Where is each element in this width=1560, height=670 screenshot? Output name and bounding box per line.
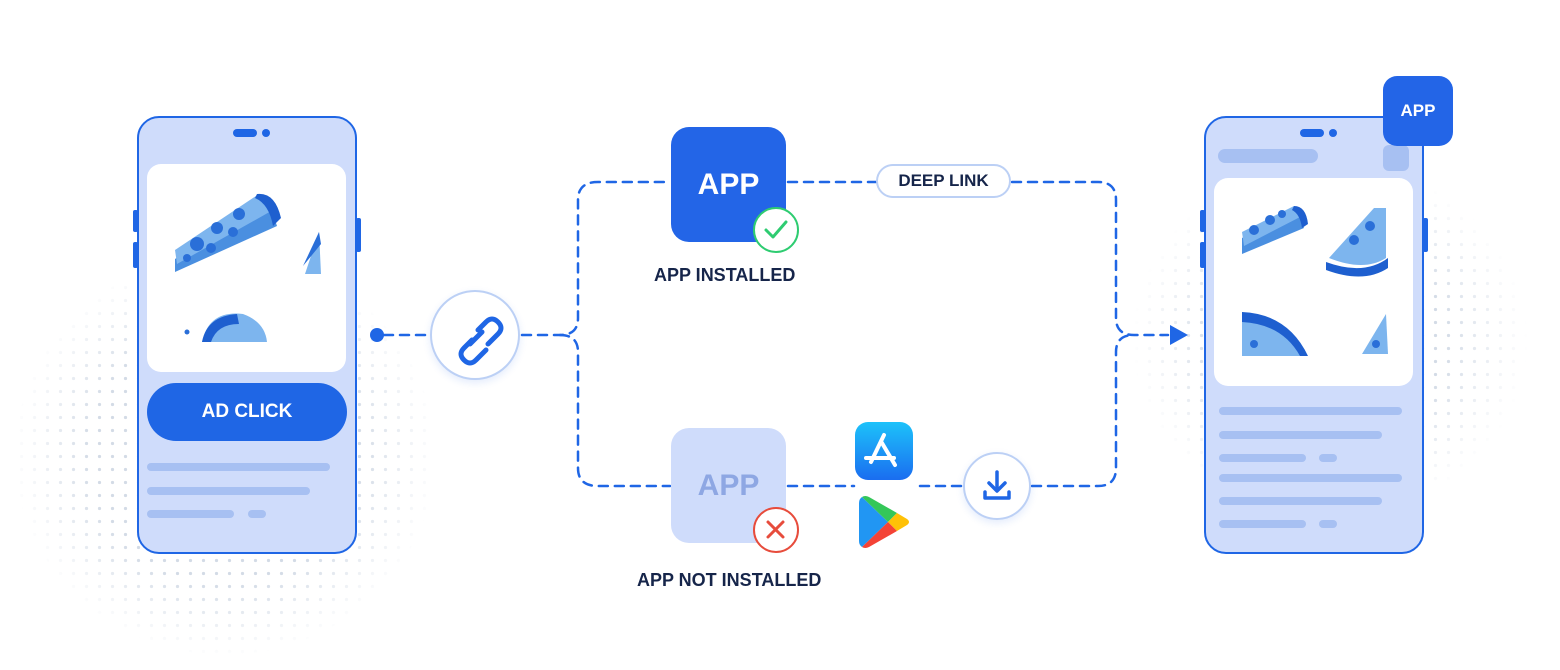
text-placeholder-line xyxy=(1219,407,1402,415)
header-square xyxy=(1383,145,1409,171)
pizza-slice-4 xyxy=(1362,314,1388,354)
link-icon xyxy=(458,316,504,366)
text-placeholder-line xyxy=(1219,454,1306,462)
ad-click-button[interactable]: AD CLICK xyxy=(147,383,347,441)
pizza-slice-2 xyxy=(1326,208,1388,277)
close-icon xyxy=(766,520,785,539)
link-node xyxy=(430,290,520,380)
pizza-slice-2 xyxy=(303,232,321,274)
ad-image-card xyxy=(147,164,346,372)
download-icon xyxy=(983,470,1011,500)
text-placeholder-line xyxy=(1219,474,1402,482)
phone-camera xyxy=(1329,129,1337,137)
connector-split-down xyxy=(558,333,672,488)
phone-side-button xyxy=(1200,210,1205,232)
text-placeholder-line xyxy=(1219,497,1382,505)
text-placeholder-line xyxy=(1219,431,1382,439)
pizza-slice-1 xyxy=(175,193,281,272)
connector-store xyxy=(786,333,1136,488)
header-placeholder xyxy=(1218,149,1318,163)
phone-side-button xyxy=(1423,218,1428,252)
google-play-icon[interactable] xyxy=(858,494,912,550)
arrow-head xyxy=(1170,325,1188,345)
download-node xyxy=(963,452,1031,520)
text-placeholder-line xyxy=(1219,520,1306,528)
pizza-illustration xyxy=(1242,206,1388,356)
connector-link-to-split xyxy=(520,180,672,337)
text-placeholder-line xyxy=(147,487,310,495)
phone-speaker xyxy=(1300,129,1324,137)
connector-deep-link xyxy=(786,180,1170,337)
text-placeholder-line xyxy=(147,463,330,471)
start-dot xyxy=(370,328,384,342)
text-placeholder-line xyxy=(1319,520,1337,528)
text-placeholder-line xyxy=(1319,454,1337,462)
app-content-card xyxy=(1214,178,1413,386)
pizza-slice-3 xyxy=(184,313,267,342)
pizza-illustration xyxy=(175,193,321,342)
app-store-icon[interactable] xyxy=(854,421,914,481)
phone-camera xyxy=(262,129,270,137)
app-installed-label: APP INSTALLED xyxy=(654,265,796,285)
deep-link-pill: DEEP LINK xyxy=(876,164,1011,198)
text-placeholder-line xyxy=(248,510,266,518)
error-badge xyxy=(753,507,799,553)
phone-speaker xyxy=(233,129,257,137)
app-badge: APP xyxy=(1383,76,1453,146)
phone-side-button xyxy=(133,242,138,268)
check-badge xyxy=(753,207,799,253)
pizza-slice-3 xyxy=(1242,312,1308,356)
pizza-slice-1 xyxy=(1242,206,1308,254)
app-not-installed-label: APP NOT INSTALLED xyxy=(637,570,822,590)
check-icon xyxy=(764,220,788,239)
text-placeholder-line xyxy=(147,510,234,518)
phone-side-button xyxy=(1200,242,1205,268)
phone-side-button xyxy=(356,218,361,252)
phone-side-button xyxy=(133,210,138,232)
